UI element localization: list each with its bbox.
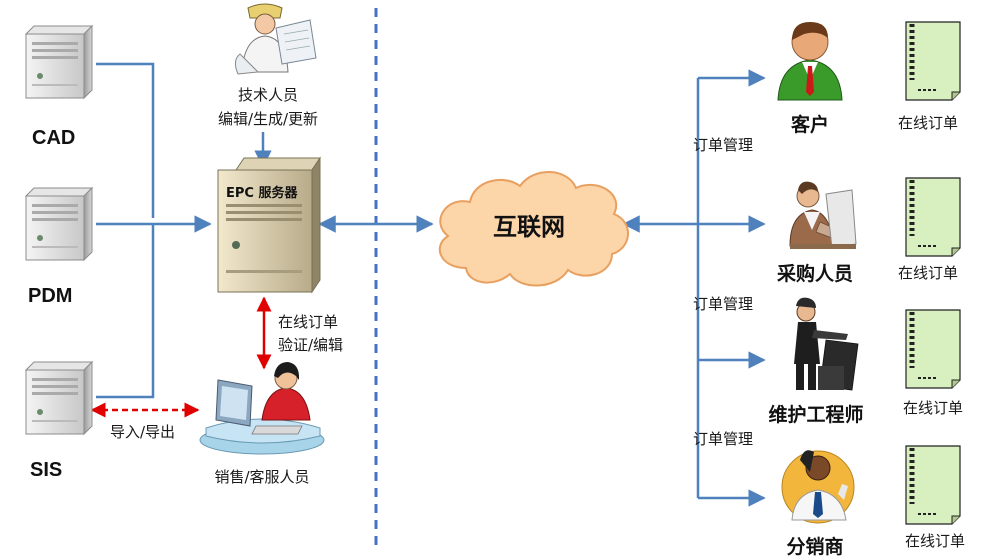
- distributor-label: 分销商: [786, 536, 844, 558]
- online-order-label-2: 在线订单: [898, 264, 959, 282]
- pdm-label: PDM: [28, 285, 73, 307]
- internet-label: 互联网: [493, 213, 565, 241]
- cad-label: CAD: [32, 127, 76, 149]
- online-order-doc-icon-4: [906, 446, 960, 524]
- online-order-label-3: 在线订单: [903, 399, 964, 417]
- system-connectors: [96, 62, 155, 399]
- customer-label: 客户: [790, 114, 829, 136]
- tech-staff-action: 编辑/生成/更新: [217, 110, 319, 128]
- sis-label: SIS: [30, 459, 63, 481]
- purchaser-label: 采购人员: [776, 263, 853, 285]
- customer-person-icon: [777, 22, 843, 101]
- order-mgmt-label-1: 订单管理: [693, 136, 754, 154]
- pdm-server-icon: [25, 187, 93, 261]
- online-order-doc-icon-3: [906, 310, 960, 388]
- epc-server-label: EPC 服务器: [226, 186, 298, 201]
- order-mgmt-label-2: 订单管理: [693, 295, 754, 313]
- online-order-label-1: 在线订单: [898, 114, 959, 132]
- import-export-label: 导入/导出: [110, 423, 176, 441]
- maintenance-engineer-icon: [794, 297, 859, 391]
- sales-staff-label: 销售/客服人员: [214, 468, 310, 486]
- distributor-on-phone-icon: [781, 450, 855, 524]
- engineer-with-drawings-icon: [234, 3, 317, 75]
- maintenance-engineer-label: 维护工程师: [768, 404, 864, 426]
- sales-link-line2: 验证/编辑: [278, 336, 344, 354]
- order-mgmt-label-3: 订单管理: [693, 430, 754, 448]
- cad-server-icon: [25, 25, 93, 99]
- online-order-doc-icon-1: [906, 22, 960, 100]
- sales-person-at-computer-icon: [199, 362, 325, 455]
- sis-server-icon: [25, 361, 93, 435]
- epc-server-icon: [217, 156, 321, 294]
- sales-link-line1: 在线订单: [278, 313, 339, 331]
- online-order-doc-icon-2: [906, 178, 960, 256]
- online-order-label-4: 在线订单: [905, 532, 966, 550]
- tech-staff-title: 技术人员: [237, 86, 298, 104]
- purchaser-at-desk-icon: [789, 181, 857, 249]
- cloud-icon: [438, 171, 629, 287]
